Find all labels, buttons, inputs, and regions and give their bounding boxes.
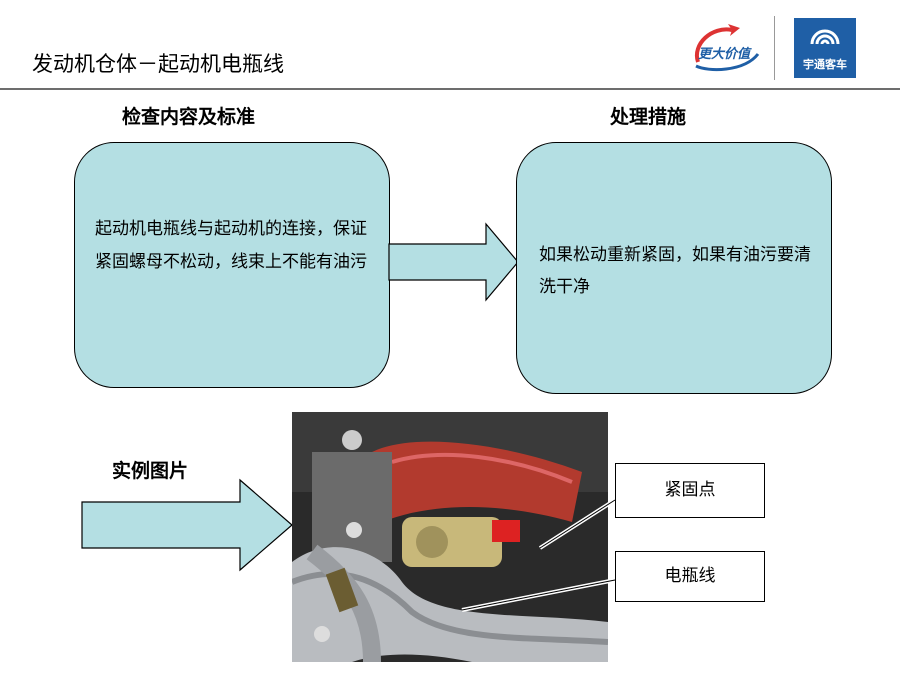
- inspection-box: 起动机电瓶线与起动机的连接，保证紧固螺母不松动，线束上不能有油污: [74, 142, 390, 388]
- brand-logo: 宇通客车: [794, 18, 856, 78]
- action-text: 如果松动重新紧固，如果有油污要清洗干净: [539, 245, 811, 297]
- header-rule: [0, 88, 900, 90]
- action-heading: 处理措施: [610, 106, 687, 128]
- action-box: 如果松动重新紧固，如果有油污要清洗干净: [516, 142, 832, 394]
- example-label: 实例图片: [112, 460, 189, 482]
- brand-logo-icon: [810, 29, 840, 45]
- swoosh-logo-icon: 更大价值: [694, 24, 760, 72]
- inspection-heading: 检查内容及标准: [122, 106, 256, 128]
- callout-fastening-point: 紧固点: [615, 463, 765, 518]
- inspection-text: 起动机电瓶线与起动机的连接，保证紧固螺母不松动，线束上不能有油污: [95, 219, 367, 272]
- callout-battery-cable: 电瓶线: [615, 551, 765, 602]
- logo-slogan: 更大价值: [698, 46, 752, 62]
- example-arrow-icon: [81, 478, 293, 572]
- page-title: 发动机仓体－起动机电瓶线: [32, 52, 284, 76]
- process-arrow-icon: [388, 222, 519, 302]
- logo-divider: [774, 16, 775, 80]
- engine-photo: [292, 412, 608, 662]
- brand-name: 宇通客车: [803, 58, 847, 71]
